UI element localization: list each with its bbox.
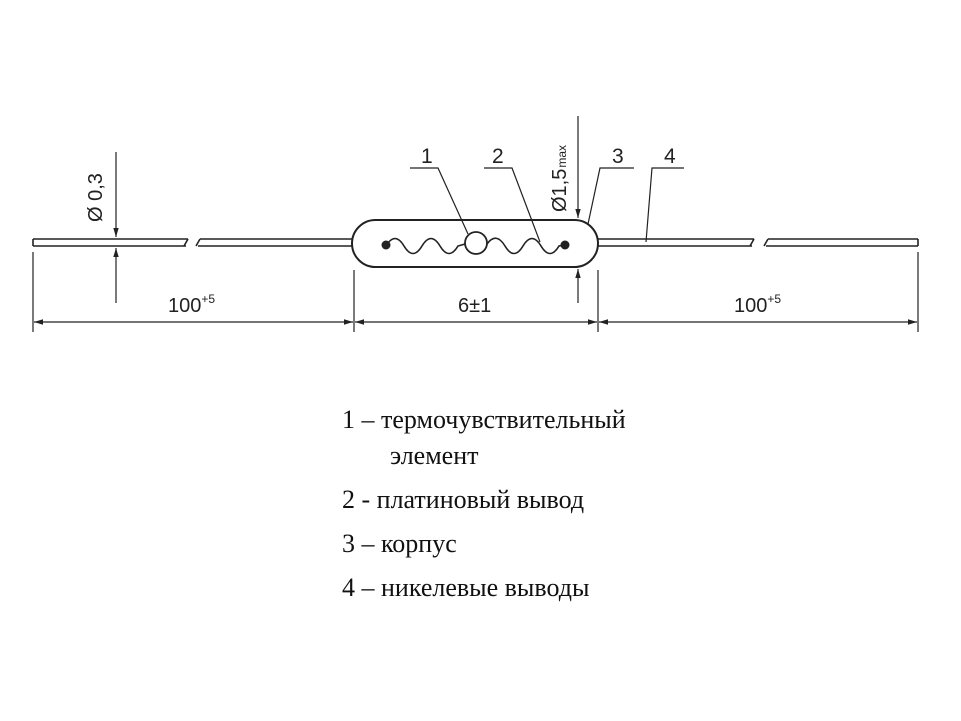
callout-3: 3 bbox=[612, 145, 624, 168]
callout-1: 1 bbox=[421, 145, 433, 168]
weld-dot-right bbox=[560, 240, 570, 250]
right-lead bbox=[598, 238, 919, 247]
callout-leaders bbox=[410, 167, 684, 243]
left-length-label: 100+5 bbox=[168, 292, 215, 317]
legend-item-3: 3 – корпус bbox=[342, 529, 457, 558]
legend-item-1-continuation: элемент bbox=[390, 441, 479, 470]
callout-2: 2 bbox=[492, 145, 504, 168]
legend: 1 – термочувствительный элемент 2 - плат… bbox=[342, 398, 626, 610]
callout-4: 4 bbox=[664, 145, 676, 168]
left-lead bbox=[32, 238, 352, 247]
right-length-label: 100+5 bbox=[734, 292, 781, 317]
weld-dot-left bbox=[381, 240, 391, 250]
platinum-wire-left bbox=[385, 237, 466, 255]
body-length-label: 6±1 bbox=[458, 295, 491, 317]
lead-diameter-label: Ø 0,3 bbox=[85, 173, 107, 222]
sensing-element bbox=[464, 231, 488, 255]
sensor-body bbox=[351, 219, 599, 268]
legend-item-4: 4 – никелевые выводы bbox=[342, 573, 590, 602]
platinum-wire-right bbox=[486, 237, 565, 255]
body-diameter-label: Ø1,5max bbox=[549, 145, 571, 212]
legend-item-1: 1 – термочувствительный bbox=[342, 405, 626, 434]
extension-lines bbox=[32, 252, 919, 332]
legend-item-2: 2 - платиновый вывод bbox=[342, 485, 585, 514]
